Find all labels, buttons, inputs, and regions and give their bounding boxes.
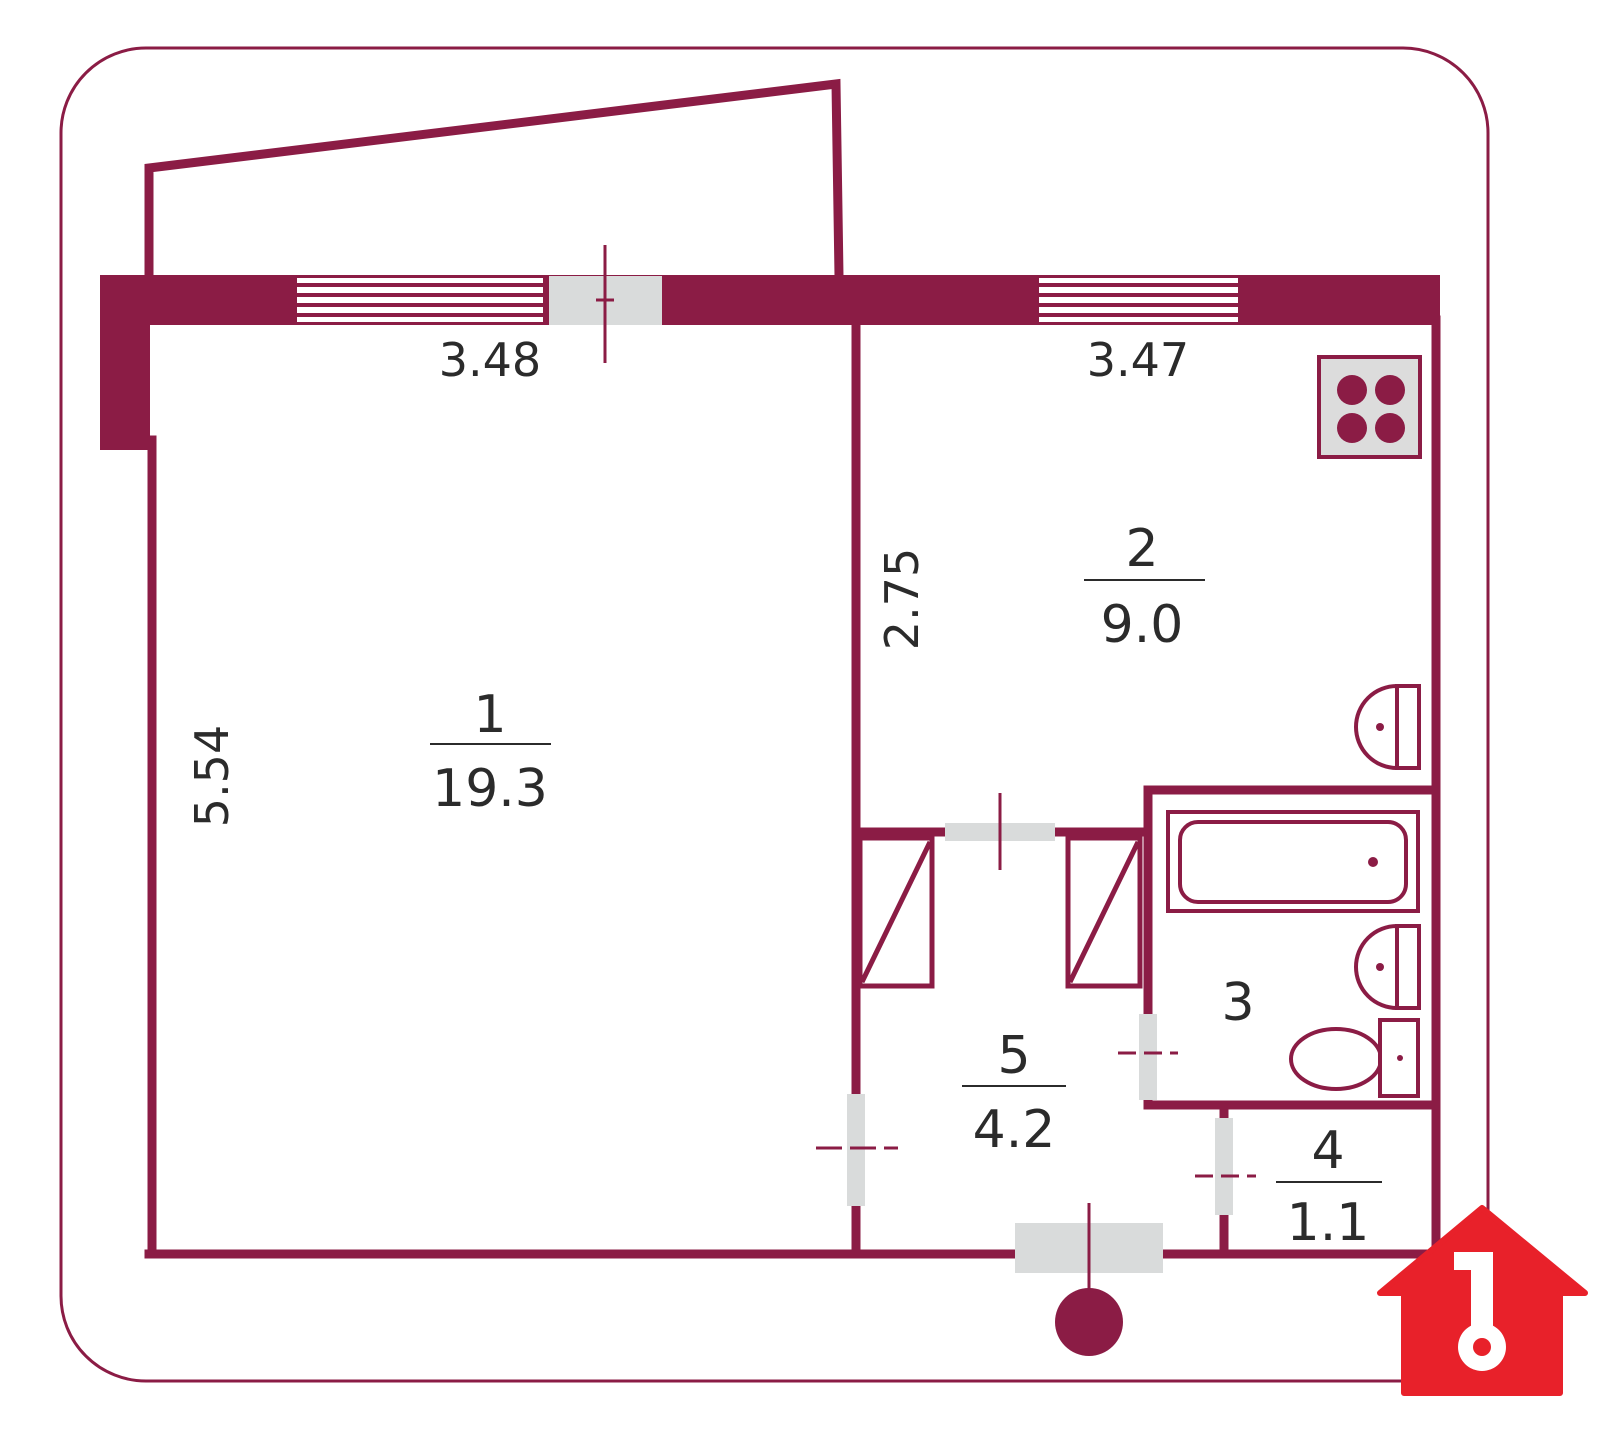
plan-frame [59,46,1490,1383]
svg-text:4.2: 4.2 [973,1100,1056,1160]
room-1-label: 1 19.3 [430,685,551,819]
wardrobe-right [1065,835,1143,989]
svg-text:5: 5 [997,1026,1030,1086]
door-room3 [1118,1014,1178,1100]
svg-text:2: 2 [1125,519,1158,579]
svg-text:9.0: 9.0 [1101,595,1184,655]
wardrobe-left [857,835,935,989]
dimension-room1-width: 3.48 [439,333,541,387]
svg-text:3: 3 [1221,973,1254,1033]
balcony-door [549,245,662,363]
bathtub-icon [1166,810,1420,913]
exterior-wall-corner [100,275,150,450]
exterior-wall-right-cap [1430,275,1440,325]
svg-text:1: 1 [473,685,506,745]
sink-icon [1354,683,1421,771]
room-2-label: 2 9.0 [1084,519,1205,655]
balcony-outline [144,78,844,277]
interior-walls [144,315,1441,1259]
window-room2 [1039,278,1238,322]
stove-icon [1317,355,1422,459]
house-key-logo-icon [1377,1205,1588,1396]
room-3-label: 3 [1221,973,1254,1033]
washbasin-icon [1354,923,1421,1011]
room-5-label: 5 4.2 [962,1026,1066,1160]
toilet-icon [1289,1018,1420,1098]
door-room1 [816,1094,898,1206]
dimension-room2-width: 3.47 [1087,333,1189,387]
svg-text:1.1: 1.1 [1287,1193,1370,1253]
door-room2 [945,793,1055,870]
svg-text:4: 4 [1311,1121,1344,1181]
window-room1 [297,278,543,322]
room-4-label: 4 1.1 [1276,1121,1382,1253]
entrance-door [1015,1203,1163,1295]
dimension-room1-length: 5.54 [185,725,239,827]
entrance-marker-icon [1055,1288,1123,1356]
svg-text:19.3: 19.3 [432,759,548,819]
door-room4 [1195,1118,1256,1215]
dimension-room2-length: 2.75 [875,548,929,650]
